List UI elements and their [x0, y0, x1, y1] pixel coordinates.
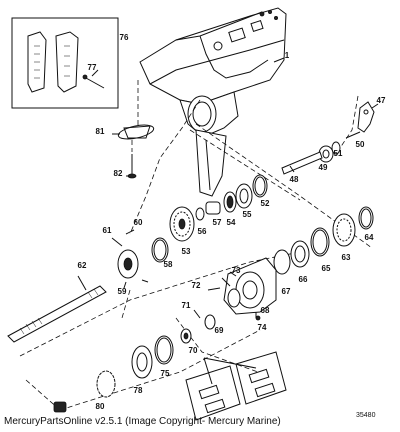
callout-71: 71 [182, 301, 191, 310]
callout-69: 69 [215, 326, 224, 335]
callout-76: 76 [120, 33, 129, 42]
callout-56: 56 [198, 227, 207, 236]
callout-74: 74 [258, 323, 267, 332]
shift-parts [281, 101, 379, 175]
callout-49: 49 [319, 163, 328, 172]
callout-67: 67 [282, 287, 291, 296]
callout-54: 54 [227, 218, 236, 227]
callout-78: 78 [134, 386, 143, 395]
callout-51: 51 [334, 149, 343, 158]
callout-81: 81 [96, 127, 105, 136]
callout-65: 65 [322, 264, 331, 273]
gear-housing [139, 7, 287, 197]
trim-tab-81 [112, 124, 155, 140]
callout-55: 55 [243, 210, 252, 219]
callout-58: 58 [164, 260, 173, 269]
kit-box-76 [11, 17, 119, 109]
callout-66: 66 [299, 275, 308, 284]
callout-61: 61 [103, 226, 112, 235]
drawing-number: 35480 [356, 412, 376, 419]
bearing-carrier [193, 257, 277, 330]
callout-73: 73 [232, 266, 241, 275]
callout-48: 48 [290, 175, 299, 184]
kit-box-70 [185, 351, 287, 421]
lower-parts [53, 328, 192, 413]
callout-64: 64 [365, 233, 374, 242]
callout-52: 52 [261, 199, 270, 208]
callout-62: 62 [78, 261, 87, 270]
pinion-bearing-stack [169, 174, 268, 242]
callout-70: 70 [189, 346, 198, 355]
copyright-text: MercuryPartsOnline v2.5.1 (Image Copyrig… [4, 416, 281, 427]
callout-47: 47 [377, 96, 386, 105]
callout-63: 63 [342, 253, 351, 262]
callout-layer: 1 76 77 81 82 47 51 50 49 48 52 55 54 57 56 53 60 61 58 62 5… [78, 33, 386, 411]
drive-shaft-assembly [7, 229, 169, 343]
callout-60: 60 [134, 218, 143, 227]
callout-1: 1 [285, 51, 290, 60]
callout-72: 72 [192, 281, 201, 290]
reverse-gear-stack [273, 206, 374, 275]
callout-77: 77 [88, 63, 97, 72]
callout-75: 75 [161, 369, 170, 378]
callout-59: 59 [118, 287, 127, 296]
callout-68: 68 [261, 306, 270, 315]
callout-82: 82 [114, 169, 123, 178]
callout-53: 53 [182, 247, 191, 256]
callout-50: 50 [356, 140, 365, 149]
bolt-82 [126, 154, 137, 179]
callout-57: 57 [213, 218, 222, 227]
callout-80: 80 [96, 402, 105, 411]
